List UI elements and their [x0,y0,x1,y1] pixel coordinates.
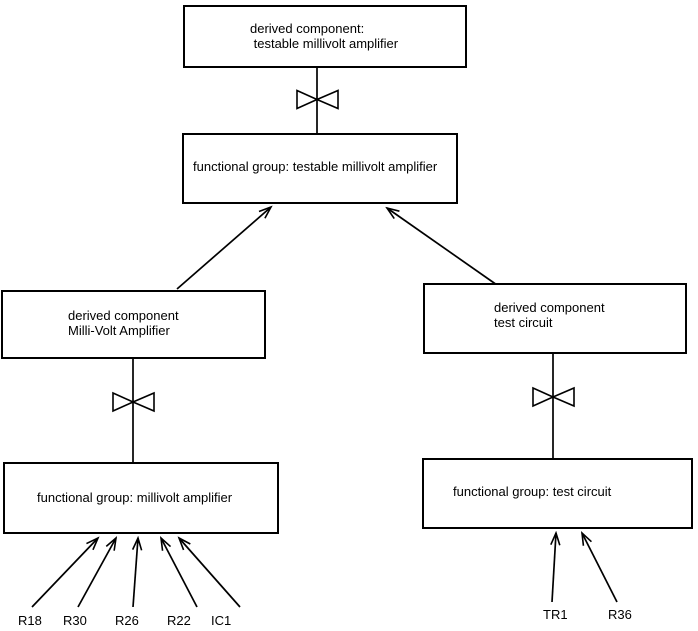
dependency-arrow [552,533,556,603]
left-functional-group-box: functional group: millivolt amplifier [3,462,279,534]
dependency-arrow [133,538,138,608]
dependency-arrow [161,538,198,608]
left-derived-component-box: derived component Milli-Volt Amplifier [1,290,266,359]
box-text-line: functional group: test circuit [453,484,612,499]
component-label-r22: R22 [167,613,191,628]
bowtie-icon [112,391,155,413]
dependency-arrow [176,207,271,290]
box-text-line: test circuit [494,315,553,330]
top-functional-group-box: functional group: testable millivolt amp… [182,133,458,204]
bowtie-icon [532,386,575,408]
component-label-tr1: TR1 [543,607,568,622]
box-text-line: functional group: testable millivolt amp… [193,159,438,174]
component-label-r26: R26 [115,613,139,628]
dependency-arrow [31,538,98,608]
right-derived-component-box: derived component test circuit [423,283,687,354]
box-text-line: testable millivolt amplifier [250,36,399,51]
dependency-arrow [582,533,618,603]
box-text-line: derived component: [250,21,365,36]
dependency-arrow [179,538,241,608]
right-functional-group-box: functional group: test circuit [422,458,693,529]
box-text-line: derived component [494,300,605,315]
component-label-ic1: IC1 [211,613,232,628]
bowtie-icon [296,89,339,110]
component-label-r30: R30 [63,613,87,628]
top-derived-component-box: derived component: testable millivolt am… [183,5,467,68]
box-text-line: functional group: millivolt amplifier [37,490,233,505]
component-label-r36: R36 [608,607,632,622]
component-label-r18: R18 [18,613,42,628]
dependency-arrow [77,538,116,608]
dependency-arrow [387,208,498,286]
box-text-line: Milli-Volt Amplifier [68,323,170,338]
box-text-line: derived component [68,308,179,323]
